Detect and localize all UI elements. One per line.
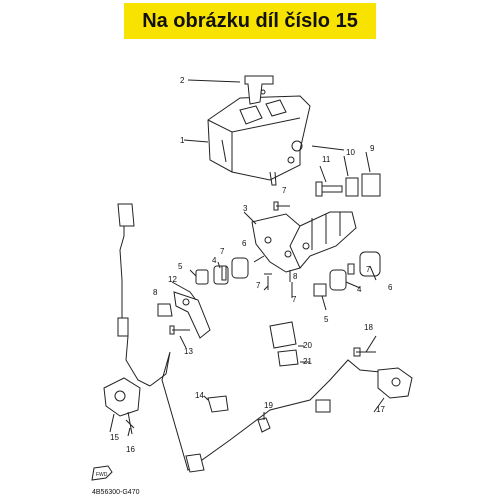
bolt-7-upper <box>273 201 290 211</box>
connector-20 <box>269 321 297 349</box>
damper-6-left <box>231 257 249 279</box>
callout-6: 6 <box>242 239 247 248</box>
page-title: Na obrázku díl číslo 15 <box>142 10 358 32</box>
bolt-18 <box>353 347 376 357</box>
collar-4-right <box>329 269 347 291</box>
wheel-sensor-17 <box>377 367 413 399</box>
header-banner: Na obrázku díl číslo 15 <box>124 3 376 39</box>
callout-16: 16 <box>126 445 135 454</box>
callout-21: 21 <box>303 357 312 366</box>
bolt-collar-damper <box>315 173 381 197</box>
callout-7: 7 <box>256 281 261 290</box>
callout-17: 17 <box>376 405 385 414</box>
callout-6: 6 <box>388 283 393 292</box>
rear-sensor-lead <box>149 351 381 471</box>
diagram-code: 4B56300-G470 <box>92 489 140 496</box>
damper-6-right <box>359 251 381 277</box>
callout-20: 20 <box>303 341 312 350</box>
callout-14: 14 <box>195 391 204 400</box>
callout-15: 15 <box>110 433 119 442</box>
left-plate <box>173 291 211 339</box>
callout-10: 10 <box>346 148 355 157</box>
callout-5: 5 <box>324 315 329 324</box>
callout-5: 5 <box>178 262 183 271</box>
callout-11: 11 <box>322 155 331 164</box>
callout-1: 1 <box>180 136 185 145</box>
front-sensor-lead <box>119 210 151 387</box>
callout-7: 7 <box>292 295 297 304</box>
callout-19: 19 <box>264 401 273 410</box>
svg-text:FWD: FWD <box>96 472 108 478</box>
callout-8: 8 <box>293 272 298 281</box>
upper-bracket <box>244 75 274 105</box>
callout-12: 12 <box>168 275 177 284</box>
clamp-19 <box>257 417 271 433</box>
bolt-13 <box>169 325 190 335</box>
callout-7: 7 <box>220 247 225 256</box>
callout-7: 7 <box>366 265 371 274</box>
callout-2: 2 <box>180 76 185 85</box>
connector-14 <box>207 395 229 413</box>
abs-unit <box>207 95 311 186</box>
callout-18: 18 <box>364 323 373 332</box>
callout-4: 4 <box>212 256 217 265</box>
bolt-7-center <box>264 273 272 290</box>
callout-8: 8 <box>153 288 158 297</box>
callout-9: 9 <box>370 144 375 153</box>
callout-13: 13 <box>184 347 193 356</box>
wheel-sensor-15 <box>103 377 141 417</box>
callout-4: 4 <box>357 285 362 294</box>
fwd-arrow-icon: FWD <box>91 465 113 481</box>
main-bracket <box>251 211 357 273</box>
bolt-16 <box>125 411 135 435</box>
callout-7: 7 <box>282 186 287 195</box>
callout-3: 3 <box>243 204 248 213</box>
cover-21 <box>277 349 299 367</box>
collar-5-left <box>195 269 209 285</box>
callout-numbers: 1234455667777788910111213141516171819202… <box>110 76 393 454</box>
